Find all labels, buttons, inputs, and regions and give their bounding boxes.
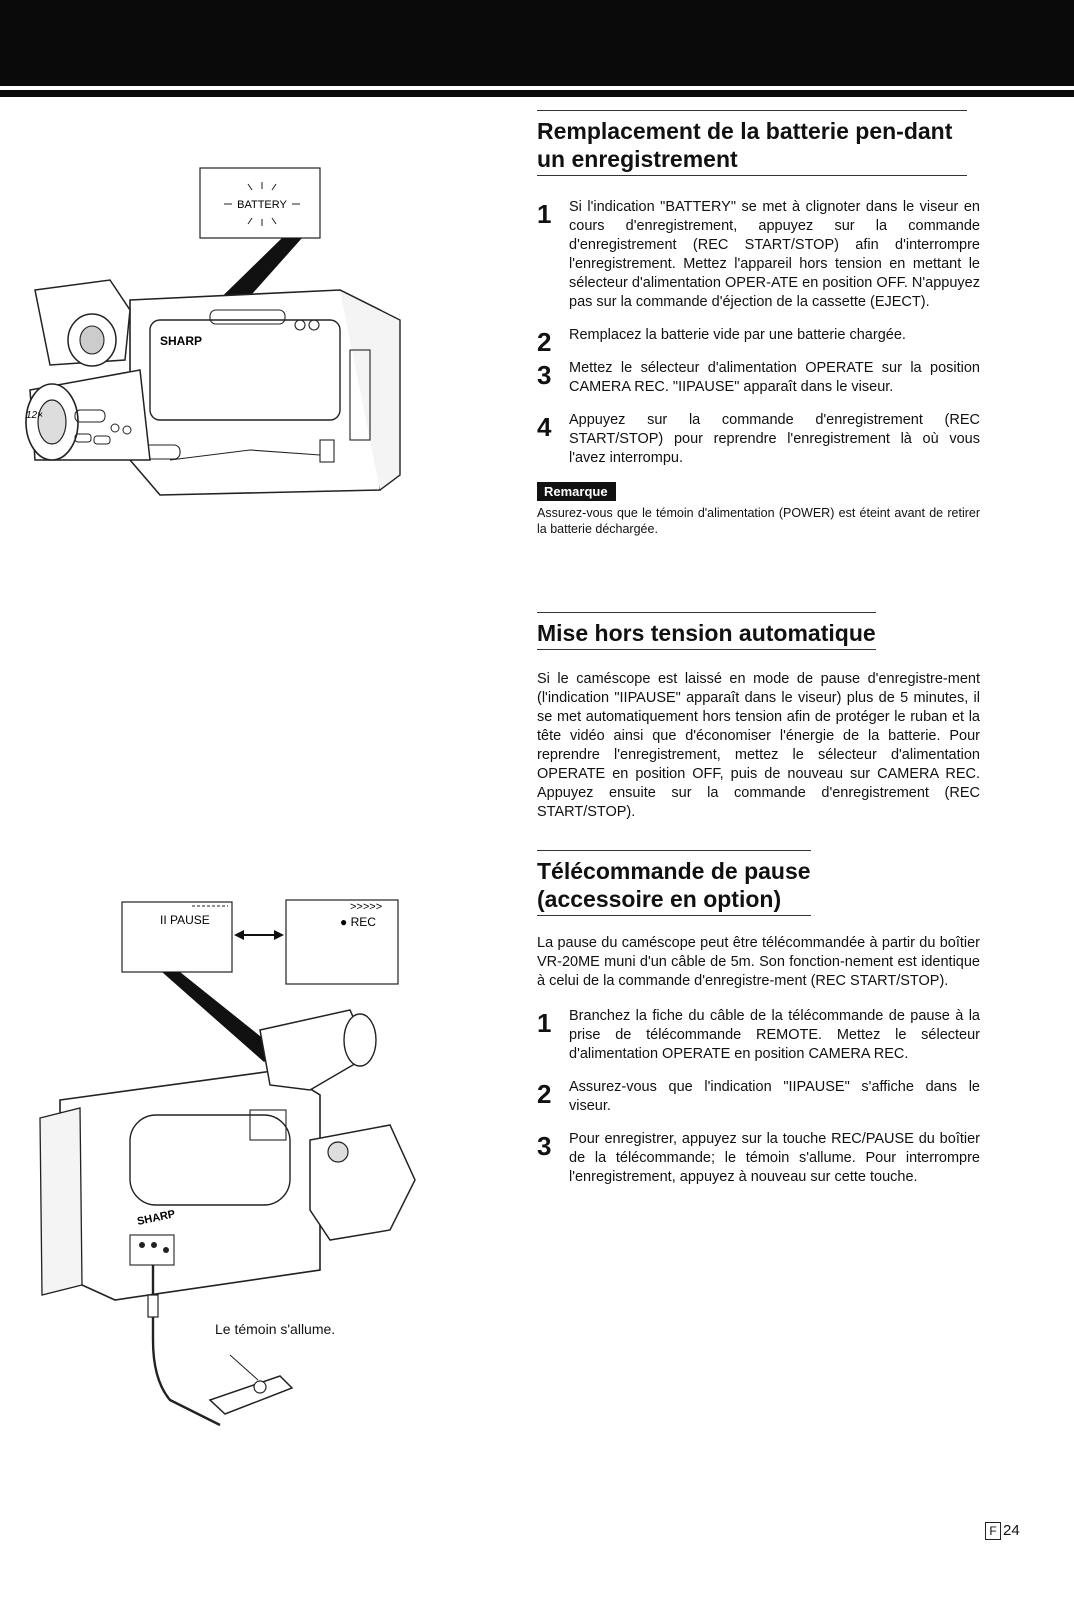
section-battery-replacement: Remplacement de la batterie pen-dant un … (537, 110, 980, 537)
remote-intro-text: La pause du caméscope peut être télécomm… (537, 935, 980, 989)
section-title-battery: Remplacement de la batterie pen-dant un … (537, 110, 967, 176)
note-badge: Remarque (537, 482, 616, 501)
remote-illustration: II PAUSE >>>>> ● REC SHARP (39, 899, 416, 1427)
auto-off-text: Si le caméscope est laissé en mode de pa… (537, 671, 980, 820)
rec-arrows-text: >>>>> (350, 901, 382, 913)
brand-logo: SHARP (160, 334, 202, 348)
section-title-auto-off: Mise hors tension automatique (537, 612, 876, 650)
zoom-label: 12× (26, 410, 43, 421)
page-number-value: 24 (1003, 1522, 1020, 1539)
section-remote-pause: Télécommande de pause (accessoire en opt… (537, 850, 980, 1201)
header-bar (0, 0, 1074, 86)
language-box: F (985, 1522, 1001, 1540)
figure-battery-camcorder: BATTERY SHARP 12× (20, 160, 420, 500)
rec-indicator-text: ● REC (340, 915, 376, 929)
figure-caption: Le témoin s'allume. (215, 1321, 336, 1337)
viewfinder-battery-text: BATTERY (237, 199, 287, 211)
section-title-remote: Télécommande de pause (accessoire en opt… (537, 850, 811, 916)
header-rule (0, 90, 1074, 97)
section-auto-power-off: Mise hors tension automatique Si le camé… (537, 612, 980, 822)
figure-remote-camcorder: II PAUSE >>>>> ● REC SHARP Le témoin s'a… (20, 880, 440, 1430)
pause-indicator-text: II PAUSE (160, 913, 210, 927)
page-number: F 24 (985, 1522, 1020, 1540)
note-block: Remarque Assurez-vous que le témoin d'al… (537, 482, 980, 537)
camcorder-illustration: BATTERY SHARP 12× (25, 167, 401, 496)
note-text: Assurez-vous que le témoin d'alimentatio… (537, 506, 980, 536)
